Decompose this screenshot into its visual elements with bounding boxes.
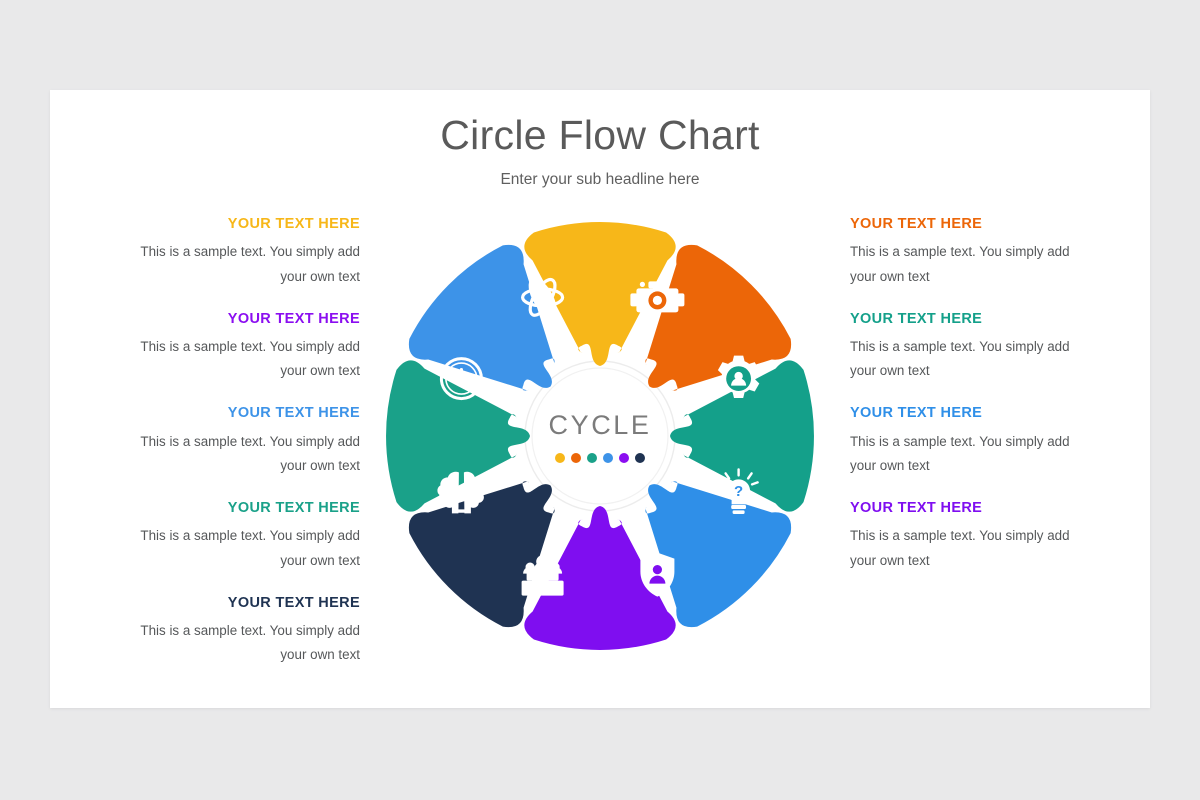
presentation-team-icon [521, 555, 564, 596]
item-body: This is a sample text. You simply add yo… [140, 433, 360, 474]
item-body: This is a sample text. You simply add yo… [850, 433, 1070, 474]
slide-card: Circle Flow Chart Enter your sub headlin… [50, 90, 1150, 708]
atom-icon [521, 277, 565, 317]
text-item-left-1: YOUR TEXT HERE This is a sample text. You… [130, 216, 360, 289]
item-heading: YOUR TEXT HERE [850, 500, 983, 517]
item-body: This is a sample text. You simply add yo… [140, 528, 360, 568]
item-body: This is a sample text. You simply add yo… [850, 339, 1070, 379]
brain-icon [437, 471, 486, 514]
lightbulb-question-icon: ? [718, 468, 759, 514]
item-heading: YOUR TEXT HERE [227, 500, 360, 517]
shield-user-icon [640, 552, 675, 597]
item-heading: YOUR TEXT HERE [227, 216, 360, 232]
slide-header: Circle Flow Chart Enter your sub headlin… [50, 112, 1150, 189]
item-heading: YOUR TEXT HERE [850, 310, 983, 327]
item-heading: YOUR TEXT HERE [227, 310, 360, 327]
item-heading: YOUR TEXT HERE [227, 405, 360, 422]
right-text-column: YOUR TEXT HERE This is a sample text. You… [850, 216, 1080, 573]
wheel-segment-8[interactable] [395, 231, 604, 440]
svg-text:?: ? [734, 483, 743, 500]
text-item-left-4: YOUR TEXT HERE This is a sample text. You… [130, 500, 360, 573]
wheel-segment-6[interactable] [395, 432, 604, 641]
left-text-column: YOUR TEXT HERE This is a sample text. You… [130, 216, 360, 668]
text-item-right-1: YOUR TEXT HERE This is a sample text. You… [850, 216, 1080, 289]
text-item-left-5: YOUR TEXT HERE This is a sample text. You… [130, 595, 360, 668]
wheel-segment-7[interactable] [386, 360, 530, 512]
wheel-segment-5[interactable] [524, 506, 676, 650]
petal-layer [386, 222, 814, 650]
text-item-right-2: YOUR TEXT HERE This is a sample text. You… [850, 311, 1080, 384]
item-body: This is a sample text. You simply add yo… [140, 244, 360, 284]
item-body: This is a sample text. You simply add yo… [850, 528, 1070, 568]
text-item-right-3: YOUR TEXT HERE This is a sample text. You… [850, 405, 1080, 478]
item-body: This is a sample text. You simply add yo… [140, 623, 360, 663]
wheel-segment-3[interactable] [670, 360, 814, 512]
hub-inner-ring [531, 367, 669, 505]
clock-icon [439, 357, 483, 401]
wheel-segment-2[interactable] [596, 231, 805, 440]
icon-layer: ? [437, 277, 760, 597]
page-title: Circle Flow Chart [440, 112, 760, 158]
wheel-segment-1[interactable] [524, 222, 676, 366]
page-subtitle: Enter your sub headline here [500, 171, 700, 189]
cycle-wheel-diagram: ? CYCLE [366, 202, 834, 670]
text-item-left-3: YOUR TEXT HERE This is a sample text. You… [130, 405, 360, 478]
item-body: This is a sample text. You simply add yo… [140, 339, 360, 379]
wheel-segment-4[interactable] [596, 432, 805, 641]
text-item-left-2: YOUR TEXT HERE This is a sample text. You… [130, 311, 360, 384]
item-body: This is a sample text. You simply add yo… [850, 244, 1070, 284]
item-heading: YOUR TEXT HERE [850, 405, 983, 422]
text-item-right-4: YOUR TEXT HERE This is a sample text. You… [850, 500, 1080, 573]
item-heading: YOUR TEXT HERE [850, 216, 983, 232]
item-heading: YOUR TEXT HERE [227, 594, 360, 611]
camera-icon [630, 281, 685, 313]
user-gear-icon [717, 355, 760, 398]
